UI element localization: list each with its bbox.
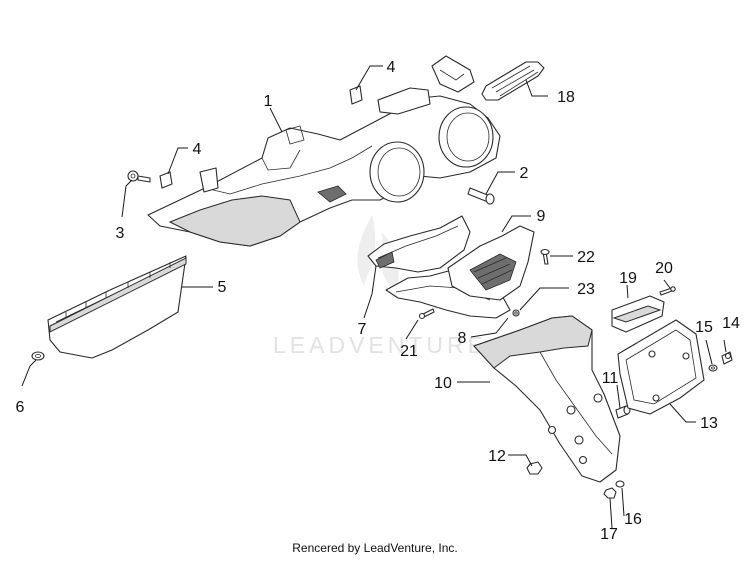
callout-8: 8 xyxy=(458,330,467,347)
part-15-washer xyxy=(708,364,718,372)
callout-7: 7 xyxy=(358,321,367,338)
watermark-text: LEADVENTURE xyxy=(273,332,487,358)
callout-14: 14 xyxy=(722,315,740,332)
callout-11: 11 xyxy=(602,370,619,387)
part-2-screw xyxy=(467,187,495,205)
callout-18: 18 xyxy=(557,89,575,106)
callout-23: 23 xyxy=(577,281,595,298)
callout-4-left: 4 xyxy=(193,141,202,158)
watermark-flame-icon xyxy=(357,215,399,292)
callout-16: 16 xyxy=(624,511,642,528)
part-14-screw xyxy=(721,351,733,365)
leader-lines xyxy=(21,65,727,529)
part-22-screw xyxy=(540,248,550,265)
part-21-screw xyxy=(418,308,435,320)
callout-20: 20 xyxy=(655,260,673,277)
callout-22: 22 xyxy=(577,249,595,266)
part-20-screw xyxy=(659,286,676,296)
callout-labels: 1 2 3 4 4 5 6 7 8 9 10 11 12 13 14 15 16… xyxy=(16,59,740,540)
callout-19: 19 xyxy=(619,270,637,287)
part-6-grommet xyxy=(31,351,45,361)
part-17-nut xyxy=(603,487,617,499)
part-1-rear-frame xyxy=(147,55,501,247)
part-4-clips xyxy=(159,85,363,193)
callout-4-top: 4 xyxy=(387,59,396,76)
watermark: LEADVENTURE xyxy=(273,215,487,358)
callout-21: 21 xyxy=(400,343,418,360)
callout-5: 5 xyxy=(218,279,227,296)
callout-13: 13 xyxy=(700,415,718,432)
callout-6: 6 xyxy=(16,399,25,416)
callout-3: 3 xyxy=(116,225,125,242)
callout-12: 12 xyxy=(488,448,506,465)
part-11-bushing xyxy=(615,405,631,419)
part-23-screw xyxy=(512,309,520,317)
exploded-view: LEADVENTURE xyxy=(16,55,740,540)
part-12-nut xyxy=(526,461,543,475)
part-10-rear-mudguard xyxy=(473,315,621,483)
callout-15: 15 xyxy=(695,319,713,336)
part-3-screw xyxy=(127,170,151,183)
callout-2: 2 xyxy=(520,165,529,182)
part-7-bracket xyxy=(367,215,471,273)
footer-credit: Rencered by LeadVenture, Inc. xyxy=(292,541,458,555)
part-19-lamp-bracket xyxy=(611,295,665,333)
callout-17: 17 xyxy=(600,526,618,540)
callout-9: 9 xyxy=(537,208,546,225)
part-13-plate-holder xyxy=(617,319,705,415)
part-16-washer xyxy=(615,480,625,488)
callout-10: 10 xyxy=(434,375,452,392)
part-18-reflector xyxy=(481,61,545,101)
callout-1: 1 xyxy=(264,93,273,110)
part-9-mud-guard xyxy=(447,225,535,301)
part-5-side-panel xyxy=(47,255,187,359)
